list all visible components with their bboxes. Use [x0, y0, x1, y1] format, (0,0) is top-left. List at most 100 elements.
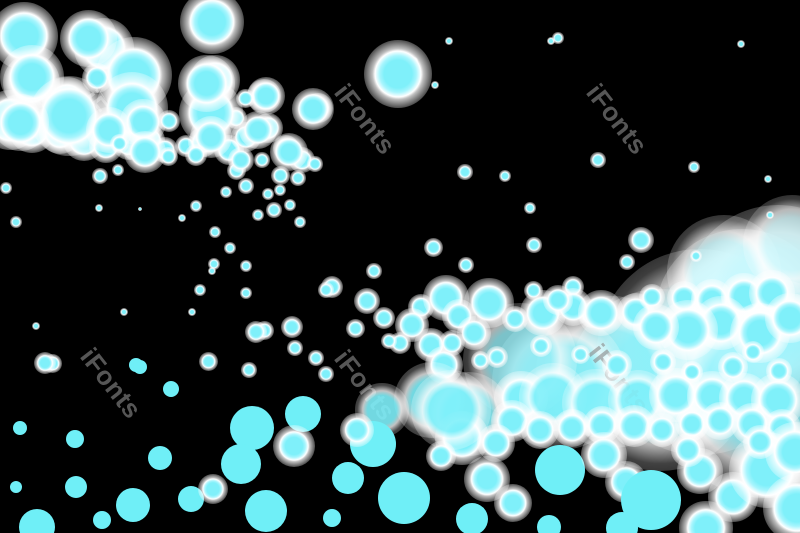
bubble-particle	[288, 146, 316, 174]
bubble-particle	[458, 257, 474, 273]
bubble-particle	[547, 37, 555, 45]
bubble-particle	[741, 340, 765, 364]
bubble-particle	[0, 93, 49, 151]
bubble-particle	[302, 92, 334, 124]
bubble-particle	[230, 406, 274, 450]
bubble-particle	[292, 88, 334, 130]
bubble-particle	[388, 331, 412, 355]
bubble-particle	[425, 440, 457, 472]
bubble-particle	[688, 161, 700, 173]
bubble-particle	[583, 406, 621, 444]
bubble-particle	[190, 116, 232, 158]
bubble-particle	[561, 368, 631, 438]
bubble-particle	[247, 77, 285, 115]
bubble-particle	[235, 88, 255, 108]
bubble-particle	[266, 202, 282, 218]
bubble-particle	[423, 237, 443, 257]
bubble-particle	[0, 44, 65, 110]
bubble-particle	[246, 78, 282, 114]
bubble-particle	[174, 134, 198, 158]
bubble-particle	[764, 421, 800, 483]
bubble-particle	[194, 284, 206, 296]
bubble-particle	[679, 501, 733, 533]
bubble-particle	[93, 511, 111, 529]
bubble-particle	[677, 448, 723, 494]
bubble-particle	[95, 71, 169, 145]
bubble-particle	[657, 299, 719, 361]
bubble-particle	[749, 270, 795, 316]
bubble-particle	[245, 490, 287, 532]
bubble-particle	[729, 302, 791, 364]
bubble-particle	[670, 432, 706, 468]
bubble-particle	[425, 346, 463, 384]
bubble-particle	[581, 432, 627, 478]
bubble-particle	[0, 182, 12, 194]
bubble-particle	[644, 412, 680, 448]
bubble-particle	[491, 400, 533, 442]
bubble-particle	[521, 411, 559, 449]
bubble-particle	[120, 308, 128, 316]
bubble-particle	[0, 1, 59, 71]
bubble-particle	[179, 0, 245, 55]
bubble-particle	[188, 308, 196, 316]
bubble-particle	[394, 307, 430, 343]
bubble-particle	[13, 421, 27, 435]
bubble-particle	[254, 320, 274, 340]
bubble-particle	[456, 503, 488, 533]
bubble-particle	[190, 55, 240, 105]
bubble-particle	[353, 287, 381, 315]
bubble-particle	[350, 421, 396, 467]
bubble-particle	[178, 80, 244, 146]
bubble-particle	[470, 350, 490, 370]
bubble-particle	[224, 242, 236, 254]
bubble-particle	[187, 126, 219, 158]
bubble-particle	[39, 112, 81, 154]
bubble-particle	[270, 133, 308, 171]
bubble-particle	[88, 128, 124, 164]
bubble-particle	[751, 373, 800, 427]
bubble-particle	[762, 473, 800, 533]
bubble-particle	[590, 152, 606, 168]
bubble-particle	[578, 290, 624, 336]
bubble-particle	[691, 279, 733, 321]
bubble-particle	[633, 304, 679, 350]
bubble-particle	[731, 403, 773, 445]
bubble-particle	[129, 358, 143, 372]
bubble-particle	[252, 112, 284, 144]
bubble-particle	[224, 106, 248, 130]
bubble-particle	[254, 152, 270, 168]
bubble-particle	[485, 345, 509, 369]
bubble-particle	[721, 273, 767, 319]
bubble-particle	[66, 430, 84, 448]
bubble-particle	[285, 396, 321, 432]
bubble-particle	[81, 62, 113, 94]
bubble-particle	[601, 349, 633, 381]
bubble-particle	[518, 362, 588, 432]
bubble-particle	[111, 125, 147, 161]
bubble-particle	[411, 370, 491, 450]
bubble-particle	[332, 462, 364, 494]
bubble-particle	[766, 211, 774, 219]
bubble-particle	[542, 284, 574, 316]
bubble-particle	[273, 425, 315, 467]
bubble-particle	[73, 17, 135, 79]
bubble-particle	[124, 131, 166, 173]
bubble-particle	[240, 260, 252, 272]
bubble-particle	[607, 369, 669, 431]
bubble-particle	[764, 175, 772, 183]
bubble-particle	[96, 37, 172, 113]
bubble-particle	[578, 301, 606, 329]
bubble-particle	[208, 267, 216, 275]
bubble-particle	[178, 486, 204, 512]
bubble-particle	[413, 327, 449, 363]
bubble-particle	[407, 293, 435, 321]
bubble-particle	[687, 371, 737, 421]
bubble-particle	[372, 306, 396, 330]
bubble-particle	[719, 373, 769, 423]
bubble-particle	[157, 109, 181, 133]
bubble-particle	[65, 476, 87, 498]
bubble-particle	[244, 320, 268, 344]
bubble-particle	[0, 89, 41, 151]
